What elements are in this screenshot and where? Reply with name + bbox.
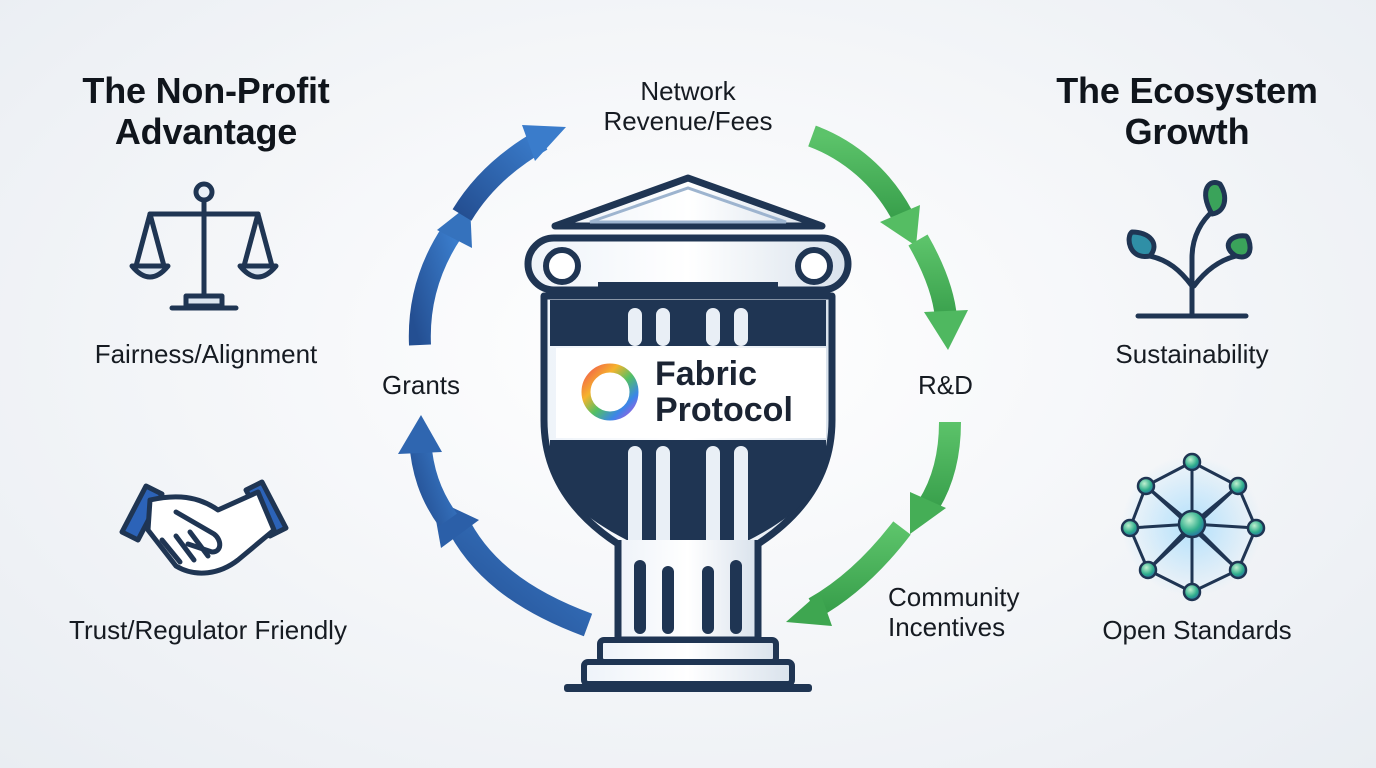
- scales-icon: [129, 181, 279, 311]
- cycle-label-network-revenue: Network Revenue/Fees: [568, 76, 808, 136]
- arrow-up-left-middle: [398, 415, 458, 527]
- cycle-label-incentives: Incentives: [888, 612, 1006, 642]
- cycle-arrows: [398, 125, 968, 637]
- cycle-label-network: Network: [640, 76, 736, 106]
- left-heading-line1: The Non-Profit: [82, 70, 330, 111]
- arrow-up-left-lower: [432, 498, 593, 637]
- arrow-grants-to-top: [408, 204, 472, 346]
- right-heading-line1: The Ecosystem: [1056, 70, 1318, 111]
- handshake-icon: [119, 479, 289, 576]
- arrow-rnd-to-community-1: [910, 421, 961, 534]
- cycle-label-grants: Grants: [382, 370, 461, 400]
- network-nodes-icon: [1120, 452, 1266, 602]
- arrow-fees-to-rnd-1: [807, 125, 920, 246]
- sustainability-label: Sustainability: [1115, 339, 1269, 369]
- cycle-label-community-incentives: Community Incentives: [888, 582, 1019, 642]
- open-standards-label: Open Standards: [1102, 615, 1292, 645]
- left-heading: The Non-Profit Advantage: [56, 70, 356, 152]
- cycle-label-rnd: R&D: [918, 370, 973, 400]
- arrow-fees-to-rnd-2: [908, 234, 968, 350]
- brand-line2: Protocol: [655, 391, 793, 429]
- left-heading-line2: Advantage: [114, 111, 298, 152]
- cycle-label-community: Community: [888, 582, 1020, 612]
- right-heading-line2: Growth: [1124, 111, 1250, 152]
- brand-name: Fabric Protocol: [655, 356, 793, 428]
- fairness-alignment-label: Fairness/Alignment: [94, 339, 318, 369]
- trust-regulator-label: Trust/Regulator Friendly: [69, 615, 347, 645]
- ring-logo-icon: [581, 363, 639, 421]
- plant-sprout-icon: [1126, 180, 1253, 319]
- brand-line1: Fabric: [655, 355, 758, 393]
- arrow-rnd-to-community-2: [786, 521, 911, 626]
- cycle-label-revenue-fees: Revenue/Fees: [603, 106, 773, 136]
- arrow-top-left-upper: [452, 125, 566, 221]
- right-heading: The Ecosystem Growth: [1032, 70, 1342, 152]
